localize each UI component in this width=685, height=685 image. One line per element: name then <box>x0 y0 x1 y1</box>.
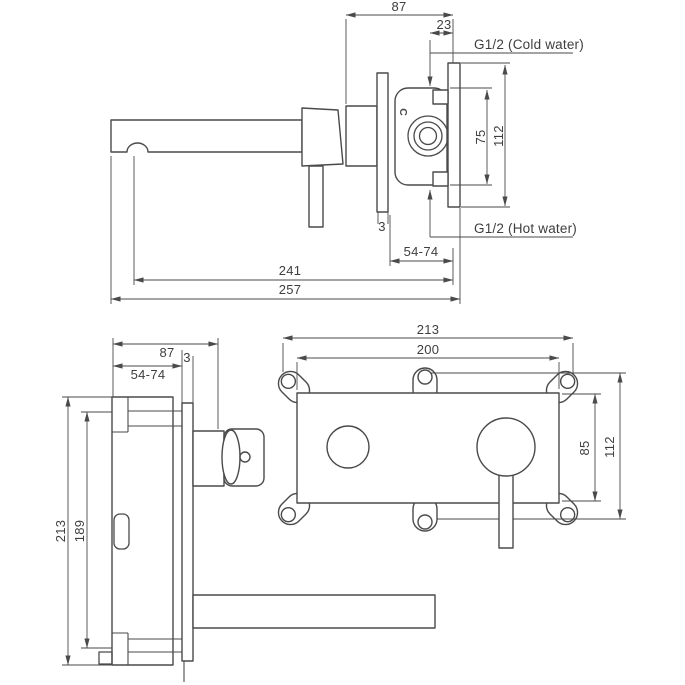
dim-label: 213 <box>53 520 68 543</box>
spout-outlet-circle <box>326 425 370 469</box>
handle-circle <box>476 417 536 477</box>
dim-label: 85 <box>577 440 592 455</box>
front-view-rough-in: 213 200 85 112 <box>272 322 626 549</box>
knob-face <box>221 429 241 485</box>
dim-label: 189 <box>72 520 87 543</box>
dim-label: 87 <box>159 345 174 360</box>
handle-lever-front <box>498 469 514 549</box>
in-wall-box <box>111 396 174 666</box>
valve-circle-inner <box>418 126 438 146</box>
dimension-box-height-85: 85 <box>562 393 601 502</box>
dim-label: 112 <box>491 125 506 147</box>
dim-label: 23 <box>436 17 451 32</box>
dimension-inner-height-189: 189 <box>72 411 112 649</box>
dimension-outer-height-213: 213 <box>53 396 112 666</box>
top-view-side-elevation: C 87 23 G1/2 (Cold water) 75 <box>110 0 584 304</box>
dim-label: 257 <box>279 282 302 297</box>
wall-plate-side <box>181 402 194 662</box>
dimension-outer-width-213: 213 <box>282 322 574 374</box>
retaining-clip <box>113 513 130 550</box>
spout-bar <box>192 594 436 629</box>
box-bottom-flange <box>112 632 129 665</box>
bracket-tab-top <box>432 89 449 105</box>
dimension-width-87: 87 <box>345 0 454 104</box>
knurled-ring <box>301 107 344 167</box>
dim-label: 54-74 <box>131 367 166 382</box>
knob-screw-hole <box>239 451 251 463</box>
handle-neck <box>192 430 225 487</box>
cold-water-callout: G1/2 (Cold water) <box>427 37 584 87</box>
hot-water-label: G1/2 (Hot water) <box>474 221 577 236</box>
dimension-body-height-75: 75 <box>450 87 492 186</box>
hot-water-callout: G1/2 (Hot water) <box>427 189 577 238</box>
dimension-install-depth: 54-74 <box>389 215 454 285</box>
supply-stub <box>98 651 113 665</box>
dim-label: 112 <box>602 436 617 458</box>
dim-label: 54-74 <box>404 244 439 259</box>
dim-label: 3 <box>378 219 386 234</box>
valve-body <box>394 87 448 186</box>
spout-outline <box>110 119 303 153</box>
wall-plate <box>376 72 389 213</box>
height-extension-lines <box>430 372 626 520</box>
box-top-port <box>128 410 182 427</box>
handle-lever <box>308 165 324 228</box>
box-bottom-port <box>128 638 182 653</box>
dimension-bracket-height-112: 112 <box>461 62 510 208</box>
dimension-plate-thickness-3-side: 3 <box>181 350 194 431</box>
dimension-outer-height-112: 112 <box>602 372 623 520</box>
dim-label: 3 <box>183 350 191 365</box>
cold-water-label: G1/2 (Cold water) <box>474 37 584 52</box>
dimension-total-reach-257: 257 <box>110 156 461 304</box>
dimension-plate-thickness-3: 3 <box>377 212 389 234</box>
dim-label: 75 <box>473 129 488 144</box>
dimension-offset-23: 23 <box>429 17 454 36</box>
dim-label: 200 <box>417 342 440 357</box>
bracket-tab-bottom <box>432 171 449 187</box>
cold-marking-label: C <box>397 108 409 116</box>
dim-label: 213 <box>417 322 440 337</box>
dimension-install-depth-side: 54-74 <box>112 363 183 382</box>
valve-circle-middle <box>413 121 443 151</box>
dimension-box-width-200: 200 <box>296 342 560 390</box>
trim-sleeve <box>345 105 378 167</box>
dim-label: 241 <box>279 263 302 278</box>
dimension-spout-reach-241: 241 <box>133 156 454 285</box>
dim-label: 87 <box>391 0 406 14</box>
side-view-rough-in: 87 3 54-74 213 189 <box>53 338 436 682</box>
mounting-bracket <box>447 62 461 208</box>
